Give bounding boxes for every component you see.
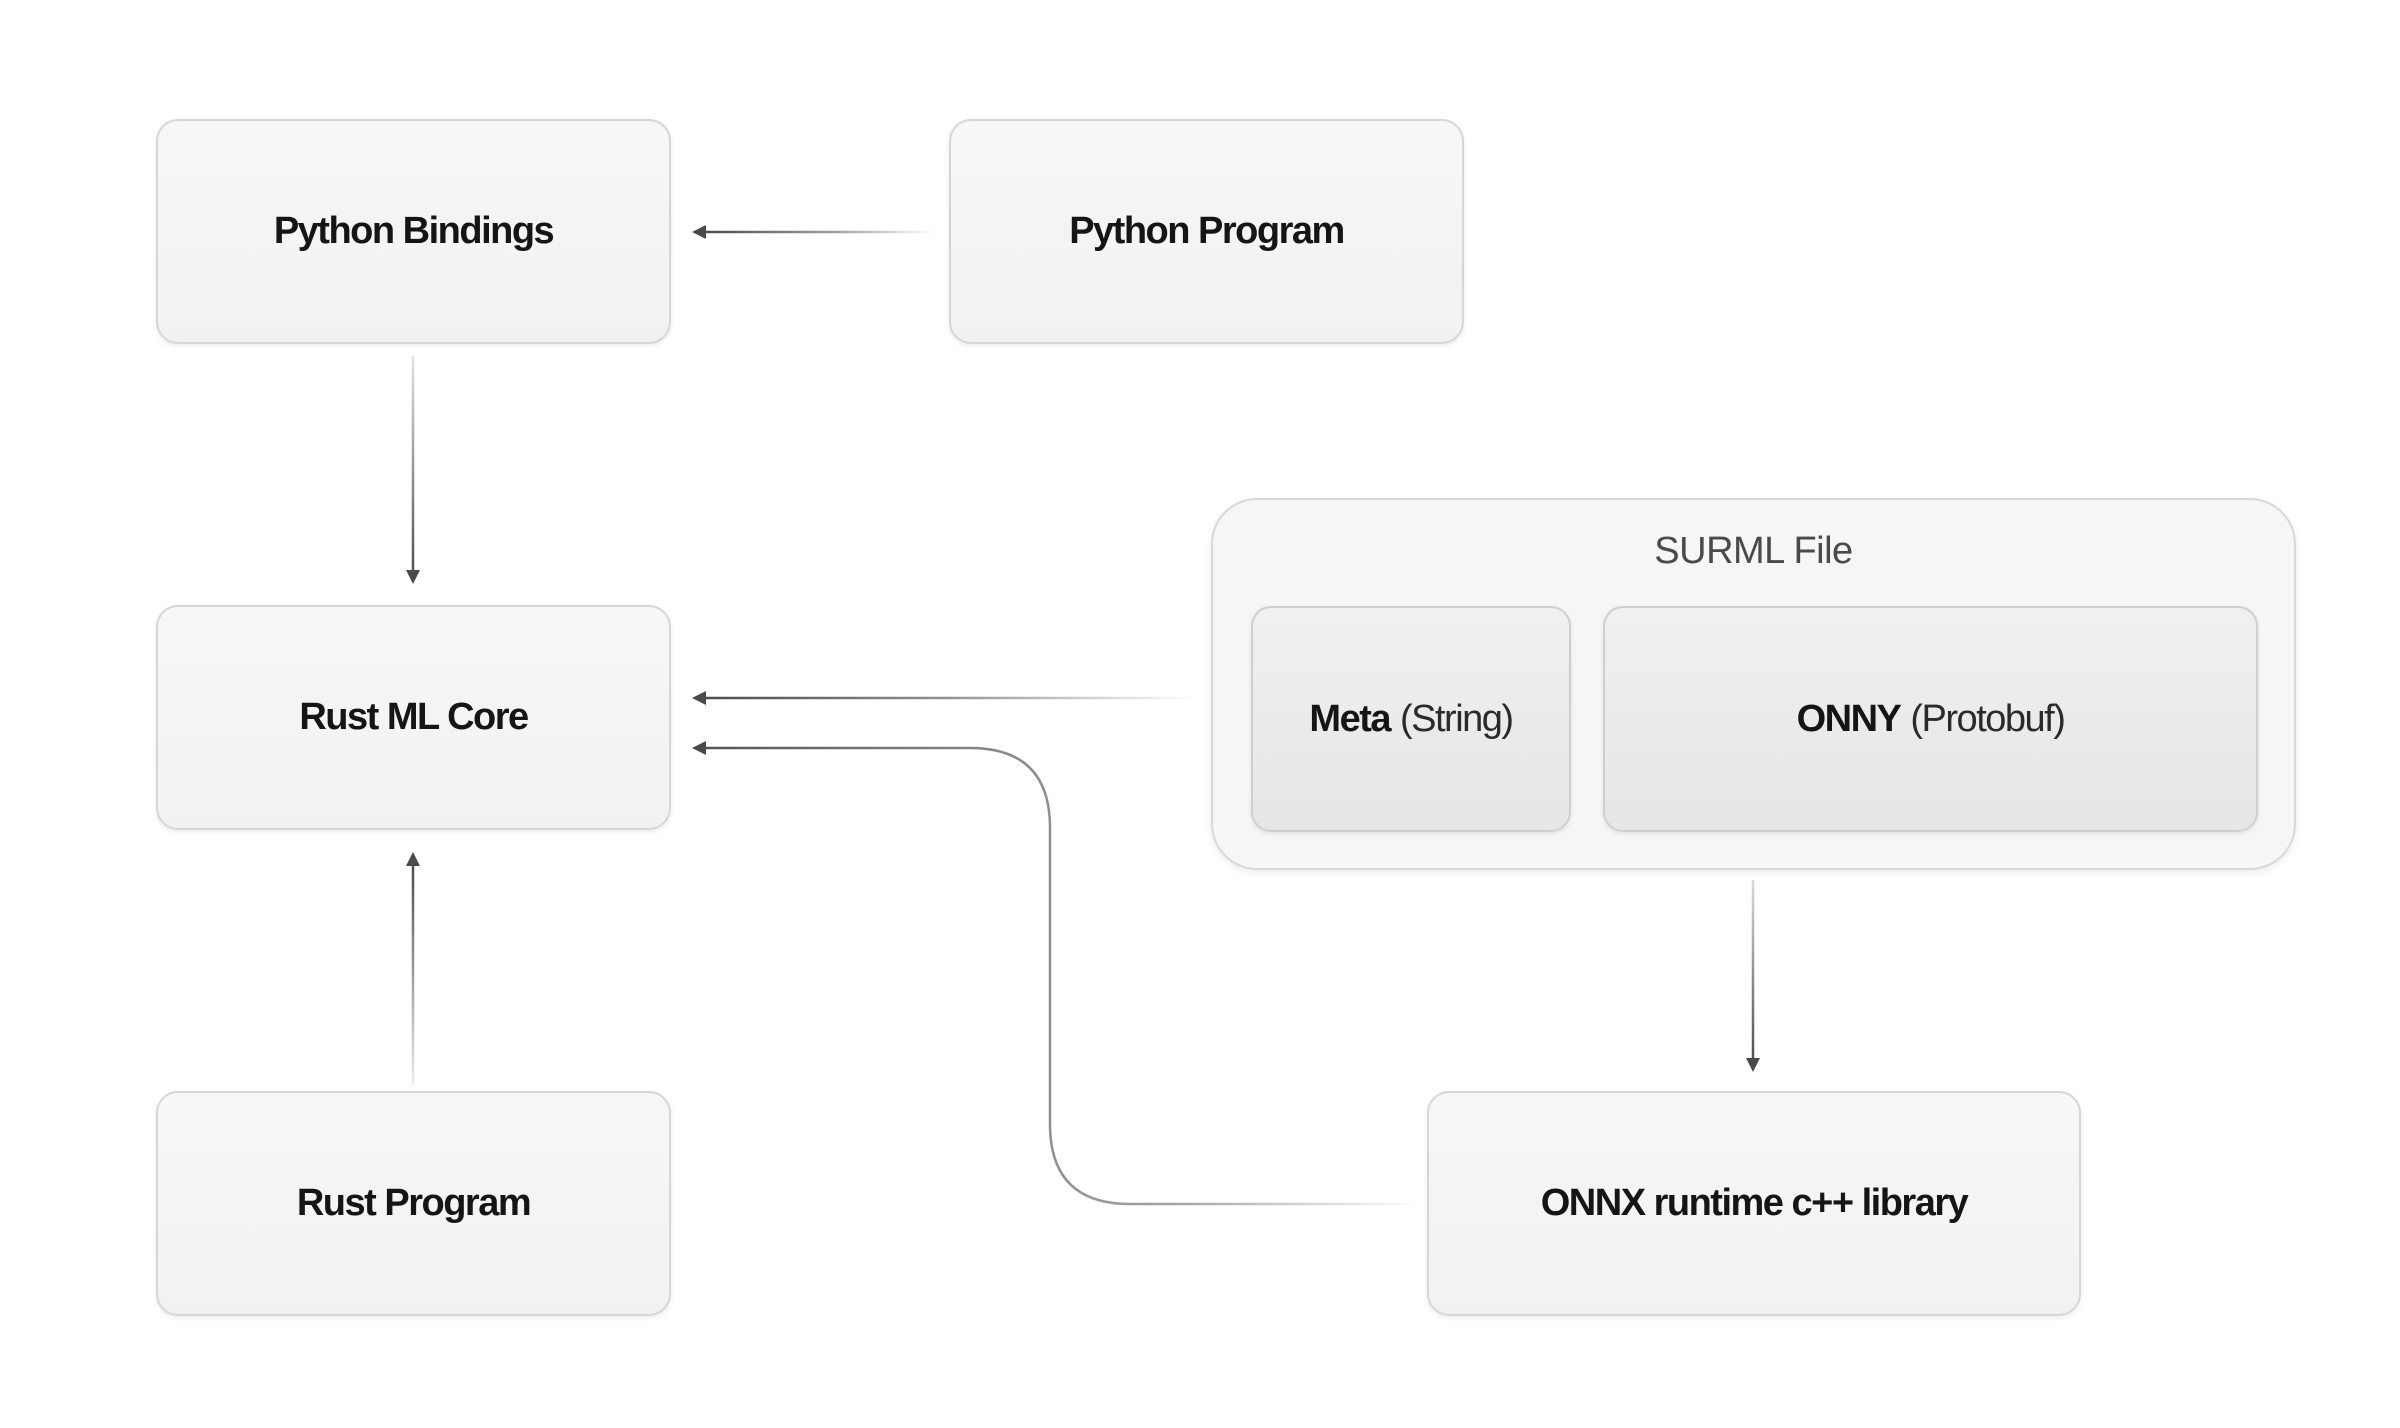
node-onnx-runtime: ONNX runtime c++ library [1427,1091,2081,1316]
node-python-program: Python Program [949,119,1464,344]
meta-type-label: (String) [1400,697,1514,740]
node-label: ONNX runtime c++ library [1540,1182,1969,1224]
node-label: Python Program [1069,210,1345,252]
onny-protobuf-box: ONNY (Protobuf) [1603,606,2258,832]
edge-onnx-runtime-to-rust-core [704,746,1420,1206]
arrowhead-rust-core-top [406,570,420,584]
arrowhead-rust-core-right-lower [692,741,706,755]
arrowhead-rust-core-bottom [406,852,420,866]
node-python-bindings: Python Bindings [156,119,671,344]
onny-label: ONNY [1796,697,1902,740]
node-rust-program: Rust Program [156,1091,671,1316]
node-label: Rust Program [296,1182,532,1224]
meta-label: Meta [1309,697,1391,740]
surml-file-container: SURML File Meta (String) ONNY (Protobuf) [1211,498,2296,870]
meta-string-box: Meta (String) [1251,606,1571,832]
arrowhead-onnx-runtime-top [1746,1058,1760,1072]
arrowhead-python-bindings [692,225,706,239]
arrowhead-rust-core-right-upper [692,691,706,705]
node-label: Rust ML Core [299,696,529,738]
surml-file-title: SURML File [1654,530,1853,572]
node-rust-ml-core: Rust ML Core [156,605,671,830]
onny-type-label: (Protobuf) [1910,697,2065,740]
node-label: Python Bindings [273,210,555,252]
